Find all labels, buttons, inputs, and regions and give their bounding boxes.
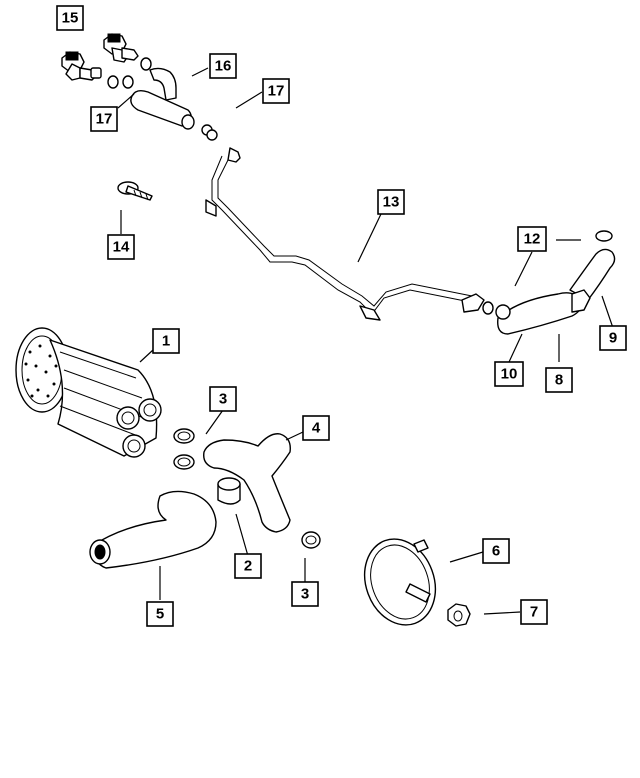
callout-10: 10	[494, 361, 524, 387]
svg-text:1: 1	[162, 333, 170, 350]
callout-14: 14	[107, 234, 135, 260]
svg-text:17: 17	[96, 111, 113, 128]
filter-texture	[24, 344, 58, 398]
svg-text:17: 17	[268, 83, 285, 100]
band-clamp	[363, 538, 437, 626]
callout-9: 9	[599, 325, 627, 351]
callout-3-upper: 3	[209, 386, 237, 412]
rear-hose	[495, 248, 616, 335]
callout-8: 8	[545, 367, 573, 393]
svg-text:13: 13	[383, 194, 400, 211]
svg-text:15: 15	[62, 10, 79, 27]
hose-clamp-lower	[301, 531, 321, 549]
hose-coupler	[217, 477, 241, 505]
svg-text:3: 3	[301, 586, 309, 603]
callout-1: 1	[152, 328, 180, 354]
washer-line	[205, 147, 494, 321]
svg-text:4: 4	[312, 420, 321, 437]
callout-7: 7	[520, 599, 548, 625]
hose-t-connector	[130, 67, 195, 130]
callout-5: 5	[146, 601, 174, 627]
svg-text:8: 8	[555, 372, 563, 389]
svg-text:16: 16	[215, 58, 232, 75]
svg-text:6: 6	[492, 543, 500, 560]
callout-12: 12	[517, 226, 547, 252]
svg-text:3: 3	[219, 391, 227, 408]
intake-duct	[89, 490, 217, 569]
svg-text:9: 9	[609, 330, 617, 347]
hose-clamps-upper	[173, 428, 195, 470]
elbow-hose	[203, 433, 291, 533]
nut	[447, 603, 471, 627]
svg-text:5: 5	[156, 606, 164, 623]
svg-text:7: 7	[530, 604, 538, 621]
svg-text:14: 14	[113, 239, 130, 256]
washer-nozzle-right	[103, 33, 139, 63]
screw	[117, 181, 153, 201]
svg-text:10: 10	[501, 366, 518, 383]
hose-rings	[201, 124, 218, 141]
air-filter-canister	[15, 327, 162, 458]
callout-6: 6	[482, 538, 510, 564]
washer-nozzle-left	[61, 51, 102, 81]
callout-2: 2	[234, 553, 262, 579]
callout-13: 13	[377, 189, 405, 215]
callout-15: 15	[56, 5, 84, 31]
small-caps	[107, 57, 152, 89]
callout-4: 4	[302, 415, 330, 441]
svg-text:12: 12	[524, 231, 541, 248]
small-clamp	[595, 230, 613, 242]
callout-17-right: 17	[262, 78, 290, 104]
svg-text:2: 2	[244, 558, 252, 575]
callout-3-lower: 3	[291, 581, 319, 607]
callout-17-left: 17	[90, 106, 118, 132]
callout-16: 16	[209, 53, 237, 79]
leader-lines	[117, 67, 614, 615]
